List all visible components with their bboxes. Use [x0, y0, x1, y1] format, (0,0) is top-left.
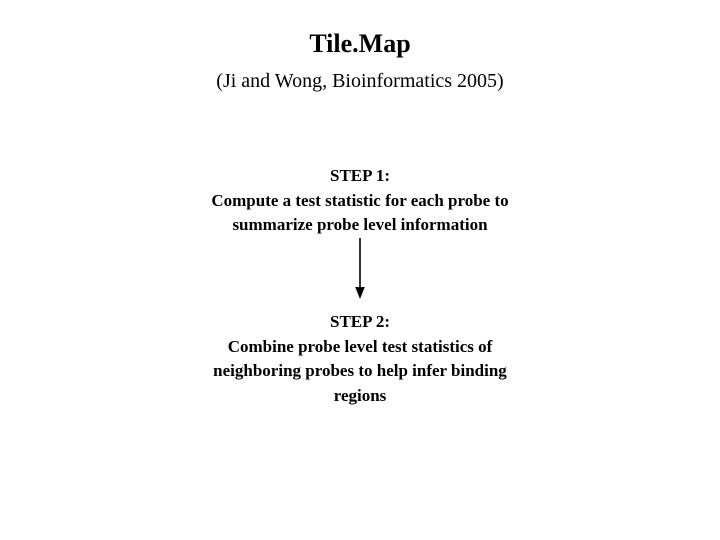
step-2-block: STEP 2: Combine probe level test statist…: [110, 310, 610, 408]
step-1-line-2: summarize probe level information: [232, 215, 488, 234]
step-2-line-1: Combine probe level test statistics of: [227, 336, 493, 356]
step-2-line-3: regions: [333, 385, 387, 405]
down-arrow-icon: [338, 234, 382, 304]
step-1-line-1: Compute a test statistic for each probe …: [211, 190, 509, 210]
step-2-heading: STEP 2:: [330, 312, 390, 331]
page-title: Tile.Map: [309, 29, 411, 58]
citation-subtitle: (Ji and Wong, Bioinformatics 2005): [216, 70, 504, 92]
step-2-line-2: neighboring probes to help infer binding: [213, 361, 507, 380]
step-1-block: STEP 1: Compute a test statistic for eac…: [110, 164, 610, 238]
step-1-heading: STEP 1:: [330, 166, 390, 185]
